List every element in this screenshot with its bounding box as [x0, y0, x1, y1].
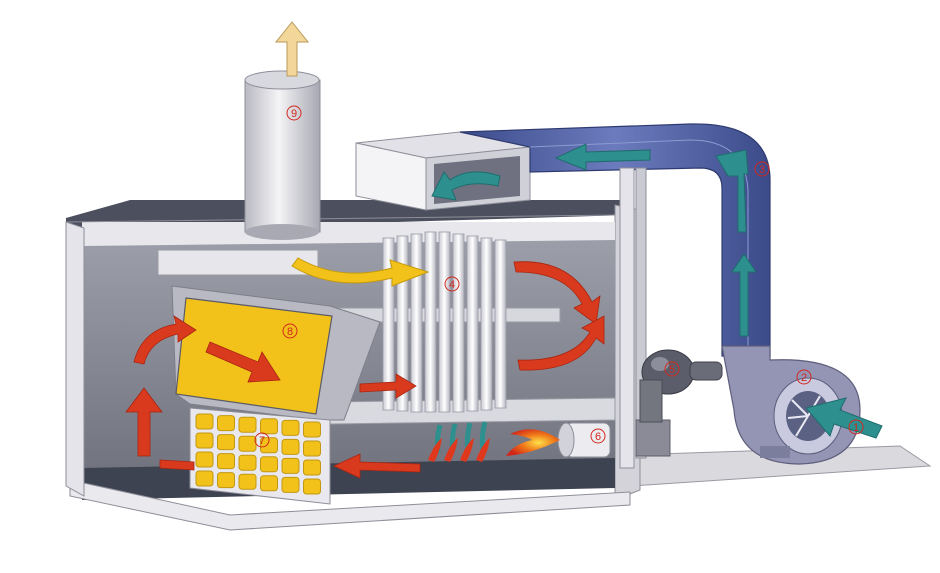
grid-cell — [195, 413, 214, 430]
heat-exchanger-tubes — [382, 231, 507, 413]
grid-cell — [238, 435, 257, 452]
duct-support-post-left — [619, 167, 635, 469]
callout-3: 3 — [754, 161, 770, 177]
callout-6-text: 6 — [595, 431, 601, 443]
grid-cell — [217, 472, 235, 489]
callout-8: 8 — [282, 323, 298, 339]
callout-4: 4 — [444, 276, 460, 292]
callout-5-text: 5 — [669, 364, 675, 376]
circulation-arrow-right-mid-icon — [517, 315, 605, 371]
blower-fan — [721, 345, 861, 465]
chimney-body — [244, 79, 321, 233]
cool-air-arrows — [431, 143, 883, 439]
grid-cell — [303, 440, 321, 457]
duct-up-arrow-upper-icon — [715, 149, 749, 233]
grid-cell — [281, 476, 300, 493]
callout-8-text: 8 — [287, 326, 293, 338]
grid-cell — [281, 419, 300, 436]
housing-left-wall — [65, 221, 85, 497]
duct-left-arrow-icon — [554, 143, 651, 171]
grid-cell — [195, 470, 214, 487]
panel-outflow-arrow-icon — [359, 373, 417, 399]
callout-1: 1 — [848, 419, 864, 435]
grid-outflow-arrow-icon — [159, 459, 195, 471]
exhaust-arrow-icon — [274, 21, 310, 77]
callout-3-text: 3 — [759, 164, 765, 176]
circulation-arrow-right-top-icon — [513, 261, 601, 325]
grid-cell — [238, 454, 257, 471]
grid-cell — [303, 421, 321, 438]
circulation-arrow-left-up-icon — [125, 387, 163, 457]
callout-2: 2 — [796, 369, 812, 385]
callout-7-text: 7 — [259, 435, 265, 447]
grid-cell — [217, 415, 235, 432]
callout-1-text: 1 — [853, 422, 859, 434]
grid-cell — [260, 418, 278, 435]
circulation-arrow-floor-icon — [333, 453, 421, 479]
duct-support-post-right — [635, 167, 647, 459]
grid-cell — [195, 432, 214, 449]
fuel-pump-motor — [635, 349, 723, 457]
circulation-arrow-left-top-icon — [133, 315, 197, 365]
grid-cell — [281, 438, 300, 455]
grid-cell — [217, 434, 235, 451]
callout-6: 6 — [590, 428, 606, 444]
duct-up-arrow-lower-icon — [731, 253, 757, 337]
radiant-panel-face — [175, 297, 333, 415]
housing-front-base — [69, 479, 631, 531]
grid-cell — [195, 451, 214, 468]
grid-cell — [260, 475, 278, 492]
panel-diagonal-arrow-icon — [205, 341, 281, 383]
grid-cell — [238, 416, 257, 433]
callout-9: 9 — [286, 105, 302, 121]
burner-flame — [506, 429, 560, 456]
hot-air-arrows — [125, 261, 605, 479]
chimney-stack — [244, 21, 321, 240]
callout-4-text: 4 — [449, 279, 455, 291]
ceramic-grid-block — [189, 407, 331, 505]
callout-2-text: 2 — [801, 372, 807, 384]
callout-5: 5 — [664, 361, 680, 377]
grid-cell — [281, 457, 300, 474]
grid-cell — [303, 459, 321, 476]
burner-assembly — [506, 422, 611, 458]
callout-9-text: 9 — [291, 108, 297, 120]
duct-inflow-arrow-icon — [431, 171, 501, 201]
grid-cell — [260, 456, 278, 473]
grid-cell — [217, 453, 235, 470]
callout-labels: 1 2 3 4 5 6 7 8 9 — [254, 105, 864, 448]
recirculation-yellow-arrow-icon — [291, 257, 430, 287]
grid-cell — [303, 478, 321, 495]
flame-jets — [428, 438, 490, 462]
radiant-panel — [171, 285, 381, 421]
callout-7: 7 — [254, 432, 270, 448]
grid-cell — [238, 473, 257, 490]
